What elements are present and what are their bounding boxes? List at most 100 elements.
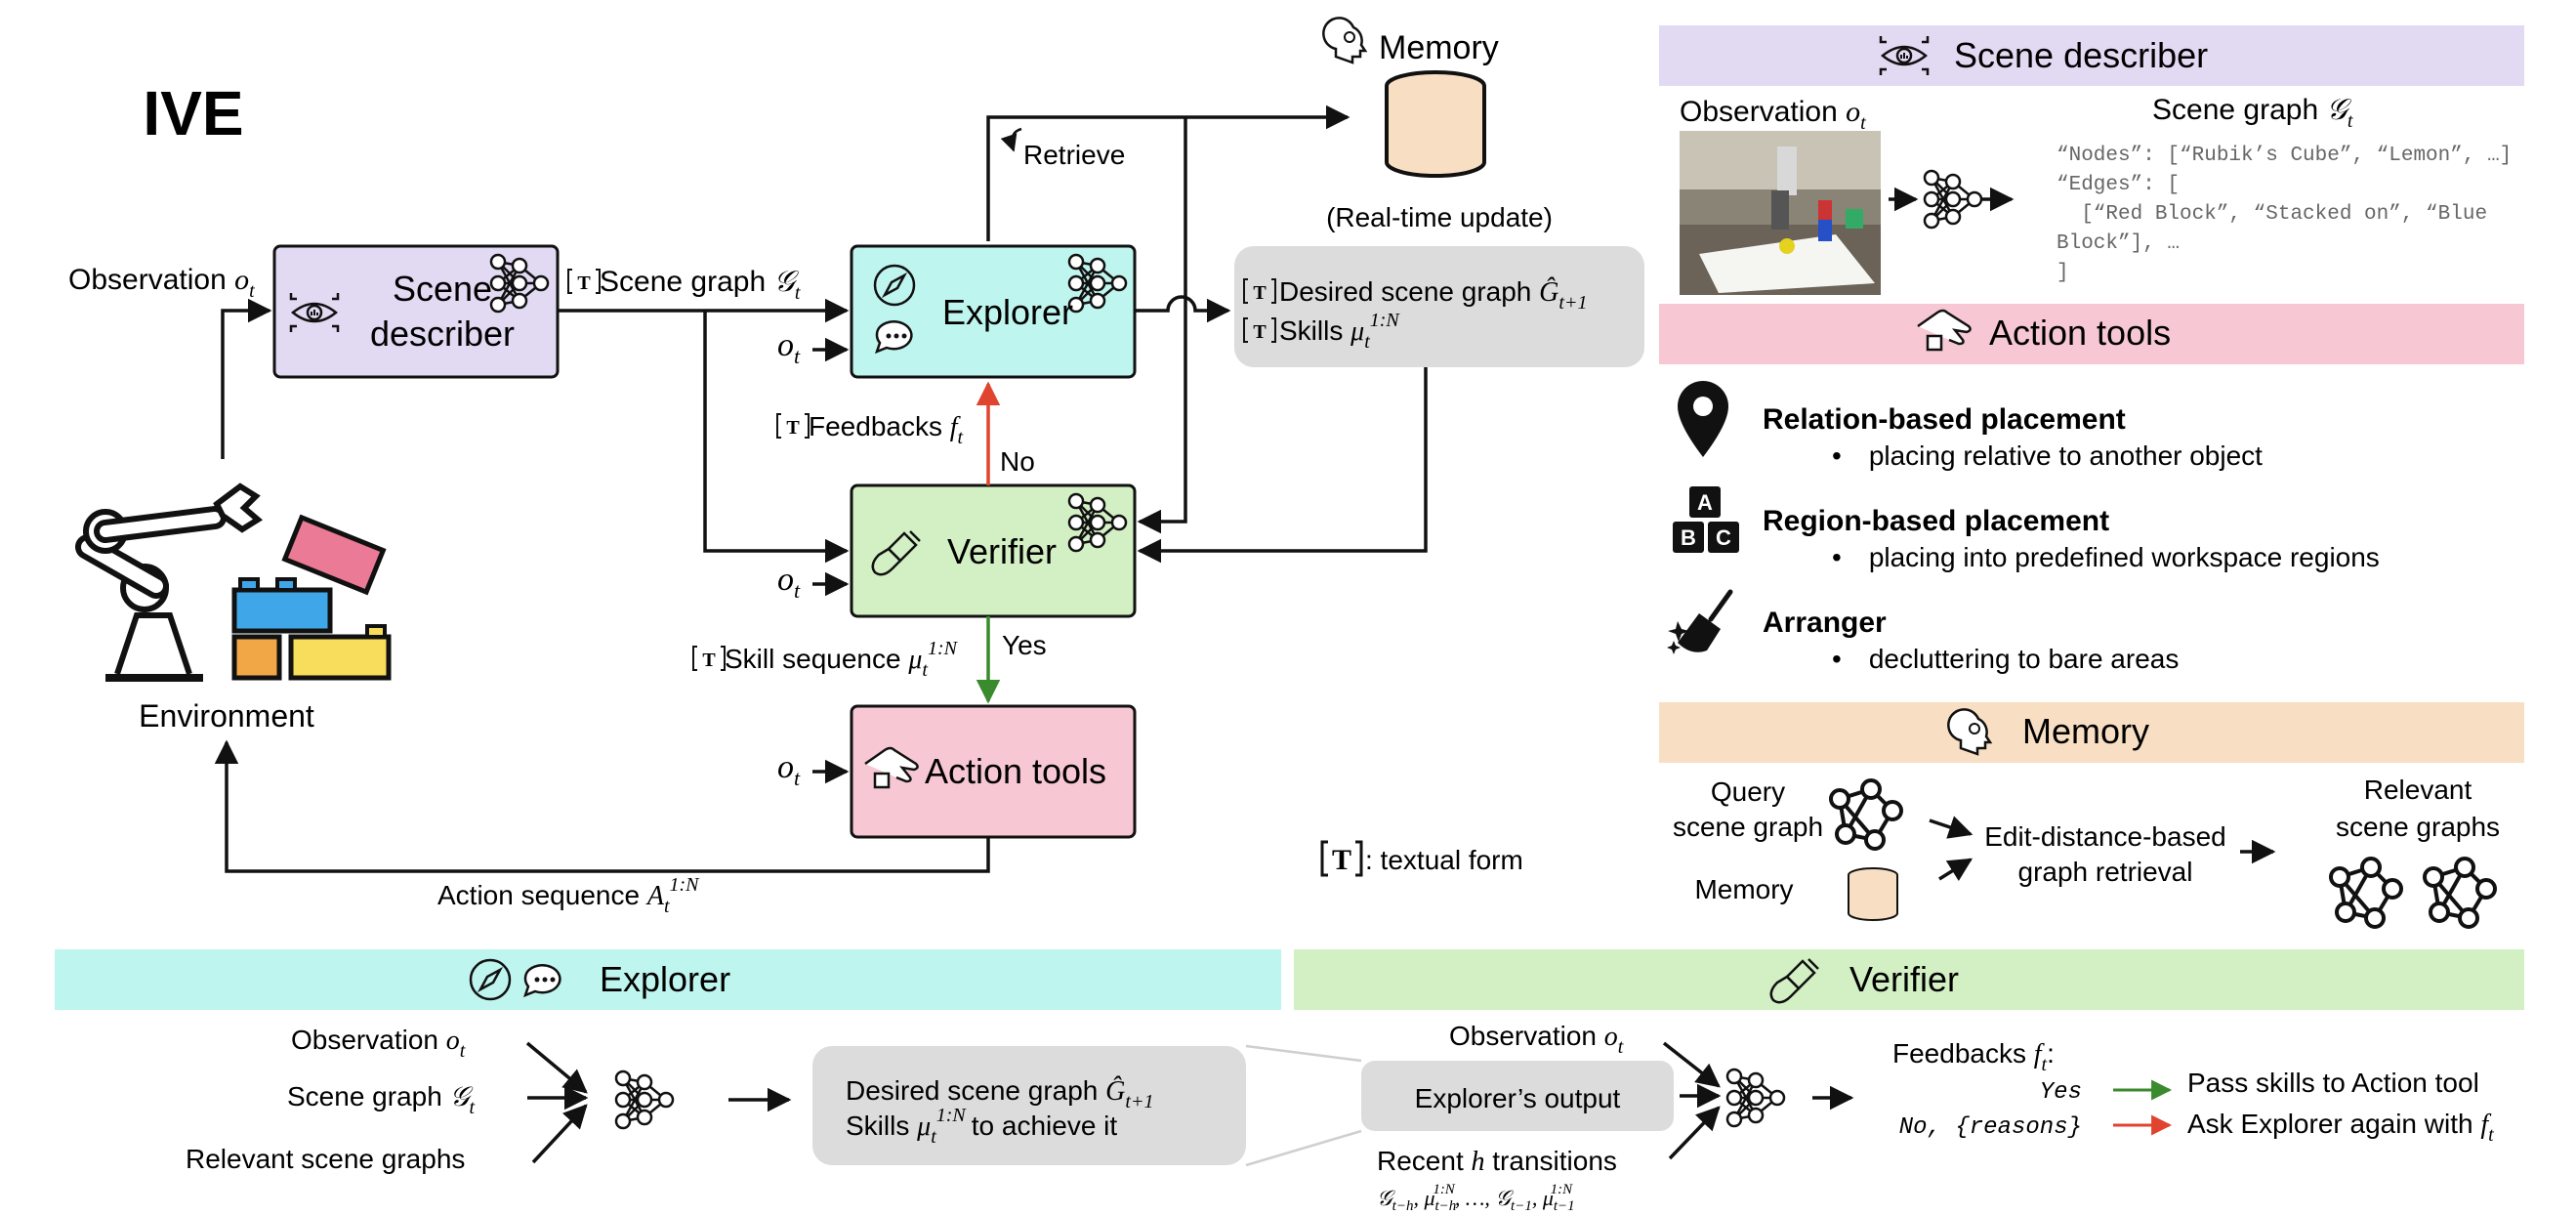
textual-form-legend: T : textual form: [1320, 840, 1523, 877]
pass-skills-text: Pass skills to Action tool: [2187, 1068, 2479, 1098]
o-t-action: ot: [777, 749, 801, 790]
svg-text:Skills μt1:N: Skills μt1:N: [1279, 310, 1400, 353]
arranger-title: Arranger: [1763, 607, 1887, 639]
pipeline-connectors: [214, 105, 1428, 873]
svg-text:Recent h transitions: Recent h transitions: [1377, 1146, 1617, 1177]
graph-icon: [2329, 857, 2403, 929]
svg-text:Observation ot: Observation ot: [1449, 1021, 1624, 1058]
svg-text:Feedbacks ft: Feedbacks ft: [809, 411, 964, 448]
explorer-input-observation: Observation: [291, 1025, 438, 1055]
abc-blocks-icon: A B C: [1673, 486, 1739, 553]
verifier-panel-header: Verifier: [1849, 959, 1959, 999]
memory-source-label: Memory: [1694, 874, 1793, 904]
svg-text:Observation ot: Observation ot: [1680, 96, 1866, 134]
location-pin-icon: [1678, 381, 1728, 457]
svg-text:B: B: [1681, 525, 1696, 550]
retrieve-label: Retrieve: [1023, 140, 1125, 170]
query-line-1: Query: [1711, 776, 1785, 807]
svg-text:Desired scene graph Ĝt+1: Desired scene graph Ĝt+1: [1279, 276, 1587, 314]
svg-text:•placing relative to another o: •placing relative to another object: [1832, 440, 2263, 471]
scene-graph-label: Scene graph: [2152, 94, 2318, 126]
svg-text:C: C: [1716, 525, 1731, 550]
svg-text:Observation ot: Observation ot: [291, 1025, 466, 1062]
action-sequence-edge-label: Action sequence: [437, 880, 640, 910]
o-t-verifier: ot: [777, 562, 801, 603]
svg-text:Action sequence At1:N: Action sequence At1:N: [437, 874, 700, 917]
neural-network-icon: [614, 1069, 675, 1130]
no-label: No: [1000, 446, 1035, 477]
relevant-line-2: scene graphs: [2336, 812, 2500, 842]
skill-sequence-edge-label: Skill sequence: [725, 644, 901, 674]
desired-scene-graph-label: Desired scene graph: [1279, 276, 1531, 307]
scene-describer-panel: Scene describer Observation ot Scene gra…: [1659, 25, 2524, 295]
skills-label: Skills: [1279, 315, 1343, 346]
recent-label: Recent: [1377, 1146, 1464, 1176]
arranger-desc: decluttering to bare areas: [1869, 644, 2180, 674]
head-gear-icon: [1322, 17, 1367, 64]
relevant-line-1: Relevant: [2364, 775, 2472, 805]
memory-panel-header: Memory: [2022, 711, 2149, 751]
verifier-node: Verifier: [850, 483, 1137, 618]
verifier-label: Verifier: [947, 531, 1057, 571]
region-placement-desc: placing into predefined workspace region…: [1869, 542, 2380, 572]
svg-text:Scene graph 𝒢t: Scene graph 𝒢t: [287, 1081, 476, 1118]
query-line-2: scene graph: [1673, 812, 1823, 842]
graph-icon: [2423, 857, 2497, 929]
svg-text:Skills μt1:Nto achieve it: Skills μt1:Nto achieve it: [846, 1105, 1117, 1148]
action-tools-panel: Action tools Relation-based placement •p…: [1659, 304, 2524, 674]
action-tools-node: Action tools: [850, 704, 1137, 839]
environment-label: Environment: [139, 698, 314, 734]
scene-graph-code-line-1: “Nodes”: [“Rubik’s Cube”, “Lemon”, …]: [2057, 145, 2512, 167]
ask-explorer-text: Ask Explorer again with: [2187, 1109, 2473, 1139]
scene-graph-code-line-2: “Edges”: [: [2057, 174, 2180, 196]
memory-node: Memory (Real-time update): [1322, 17, 1553, 232]
explorer-output-box: Explorer’s output: [1415, 1083, 1621, 1113]
svg-text:Scene graph 𝒢t: Scene graph 𝒢t: [2152, 94, 2353, 132]
retrieval-line-2: graph retrieval: [2018, 857, 2193, 887]
environment-robot-illustration: [75, 482, 392, 682]
svg-text:A: A: [1697, 490, 1713, 515]
svg-text:•decluttering to bare areas: •decluttering to bare areas: [1832, 644, 2179, 674]
scene-describer-panel-header: Scene describer: [1954, 35, 2208, 75]
scene-describer-node: Scene describer: [272, 244, 560, 379]
explorer-output-node: Desired scene graph Ĝt+1 Skills μt1:N: [1234, 246, 1644, 367]
memory-note: (Real-time update): [1326, 202, 1553, 232]
verifier-panel: Verifier Observation ot Explorer’s outpu…: [1294, 949, 2524, 1214]
svg-text:T: T: [1332, 844, 1351, 876]
observation-label: Observation: [1680, 96, 1838, 128]
svg-text:•placing into predefined works: •placing into predefined workspace regio…: [1832, 542, 2380, 572]
feedbacks-edge-label: Feedbacks: [809, 411, 942, 441]
scene-graph-edge-label: Scene graph: [600, 266, 766, 298]
o-t-explorer: ot: [777, 327, 801, 368]
observation-photo: [1680, 131, 1881, 295]
scene-graph-code-line-5: ]: [2057, 262, 2069, 284]
explorer-output-line-2: to achieve it: [972, 1111, 1118, 1141]
relation-placement-title: Relation-based placement: [1763, 403, 2126, 436]
observation-edge-label: Observation: [68, 264, 227, 296]
action-tools-label: Action tools: [925, 751, 1106, 791]
scene-describer-line2: describer: [370, 314, 515, 354]
scene-graph-code-line-3: [“Red Block”, “Stacked on”, “Blue: [2057, 203, 2487, 226]
svg-text:Desired scene graph Ĝt+1: Desired scene graph Ĝt+1: [846, 1075, 1153, 1112]
explorer-node: Explorer: [850, 244, 1137, 379]
memory-label: Memory: [1379, 29, 1499, 66]
scene-describer-line1: Scene: [393, 269, 492, 309]
explorer-output-line-1: Desired scene graph: [846, 1075, 1098, 1106]
region-placement-title: Region-based placement: [1763, 505, 2109, 537]
graph-icon: [1829, 778, 1903, 851]
database-icon: [1848, 867, 1898, 921]
diagram-title: IVE: [143, 78, 243, 148]
explorer-panel-header: Explorer: [600, 959, 730, 999]
svg-text:Ask Explorer again with ft: Ask Explorer again with ft: [2187, 1109, 2494, 1146]
svg-text:Skill sequence μt1:N: Skill sequence μt1:N: [725, 638, 959, 681]
yes-label: Yes: [1002, 630, 1047, 660]
database-icon: [1385, 70, 1486, 178]
neural-network-icon: [1725, 1068, 1786, 1128]
no-code: No, {reasons}: [1899, 1114, 2082, 1141]
neural-network-icon: [1923, 169, 1983, 230]
explorer-output-skills: Skills: [846, 1111, 909, 1141]
transitions-label: transitions: [1492, 1146, 1617, 1176]
broom-icon: [1667, 589, 1733, 654]
yes-code: Yes: [2040, 1079, 2082, 1106]
